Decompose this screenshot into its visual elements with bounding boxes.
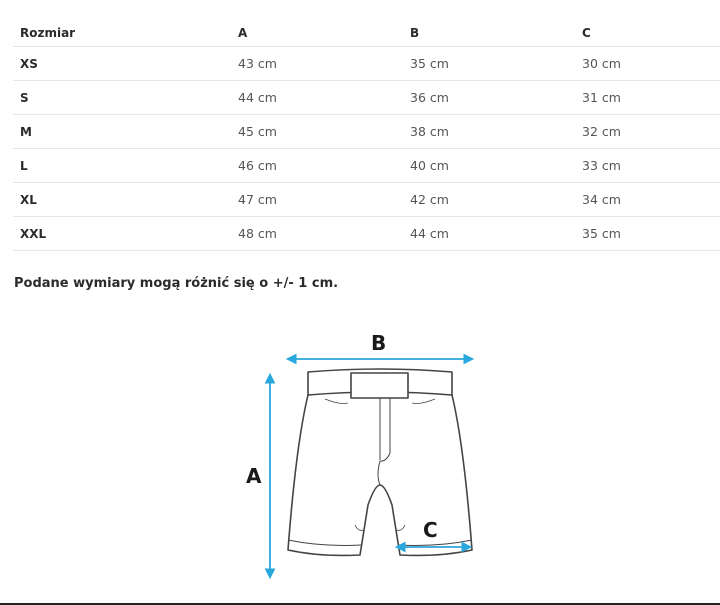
dimension-c-label: C [423, 518, 438, 542]
measurement-note: Podane wymiary mogą różnić się o +/- 1 c… [14, 276, 339, 291]
dimension-a-label: A [246, 464, 262, 488]
row-b: 35 cm [403, 46, 575, 81]
dimension-b-label: B [371, 331, 386, 355]
table-row: M 45 cm 38 cm 32 cm [13, 114, 720, 149]
row-c: 32 cm [575, 114, 720, 149]
table-header-row: Rozmiar A B C [13, 20, 720, 47]
row-c: 31 cm [575, 80, 720, 115]
row-c: 34 cm [575, 182, 720, 217]
row-b: 38 cm [403, 114, 575, 149]
row-c: 35 cm [575, 216, 720, 251]
shorts-diagram: B A C [230, 325, 500, 595]
shorts-illustration [287, 368, 473, 557]
row-a: 47 cm [231, 182, 403, 217]
bottom-divider [0, 603, 720, 605]
row-size: M [13, 114, 231, 149]
row-b: 42 cm [403, 182, 575, 217]
table-row: XL 47 cm 42 cm 34 cm [13, 182, 720, 217]
row-size: L [13, 148, 231, 183]
table-row: L 46 cm 40 cm 33 cm [13, 148, 720, 183]
row-c: 30 cm [575, 46, 720, 81]
row-b: 40 cm [403, 148, 575, 183]
row-a: 48 cm [231, 216, 403, 251]
header-a: A [231, 20, 403, 47]
row-c: 33 cm [575, 148, 720, 183]
header-size: Rozmiar [13, 20, 231, 47]
row-size: XXL [13, 216, 231, 251]
table-row: S 44 cm 36 cm 31 cm [13, 80, 720, 115]
table-row: XS 43 cm 35 cm 30 cm [13, 46, 720, 81]
row-a: 45 cm [231, 114, 403, 149]
row-b: 44 cm [403, 216, 575, 251]
row-size: XS [13, 46, 231, 81]
row-a: 44 cm [231, 80, 403, 115]
size-table: Rozmiar A B C XS 43 cm 35 cm 30 cm S 44 … [13, 20, 720, 251]
row-a: 43 cm [231, 46, 403, 81]
row-b: 36 cm [403, 80, 575, 115]
row-size: XL [13, 182, 231, 217]
header-c: C [575, 20, 720, 47]
shorts-diagram-svg: B A C [246, 331, 475, 580]
header-b: B [403, 20, 575, 47]
row-a: 46 cm [231, 148, 403, 183]
table-row: XXL 48 cm 44 cm 35 cm [13, 216, 720, 251]
row-size: S [13, 80, 231, 115]
